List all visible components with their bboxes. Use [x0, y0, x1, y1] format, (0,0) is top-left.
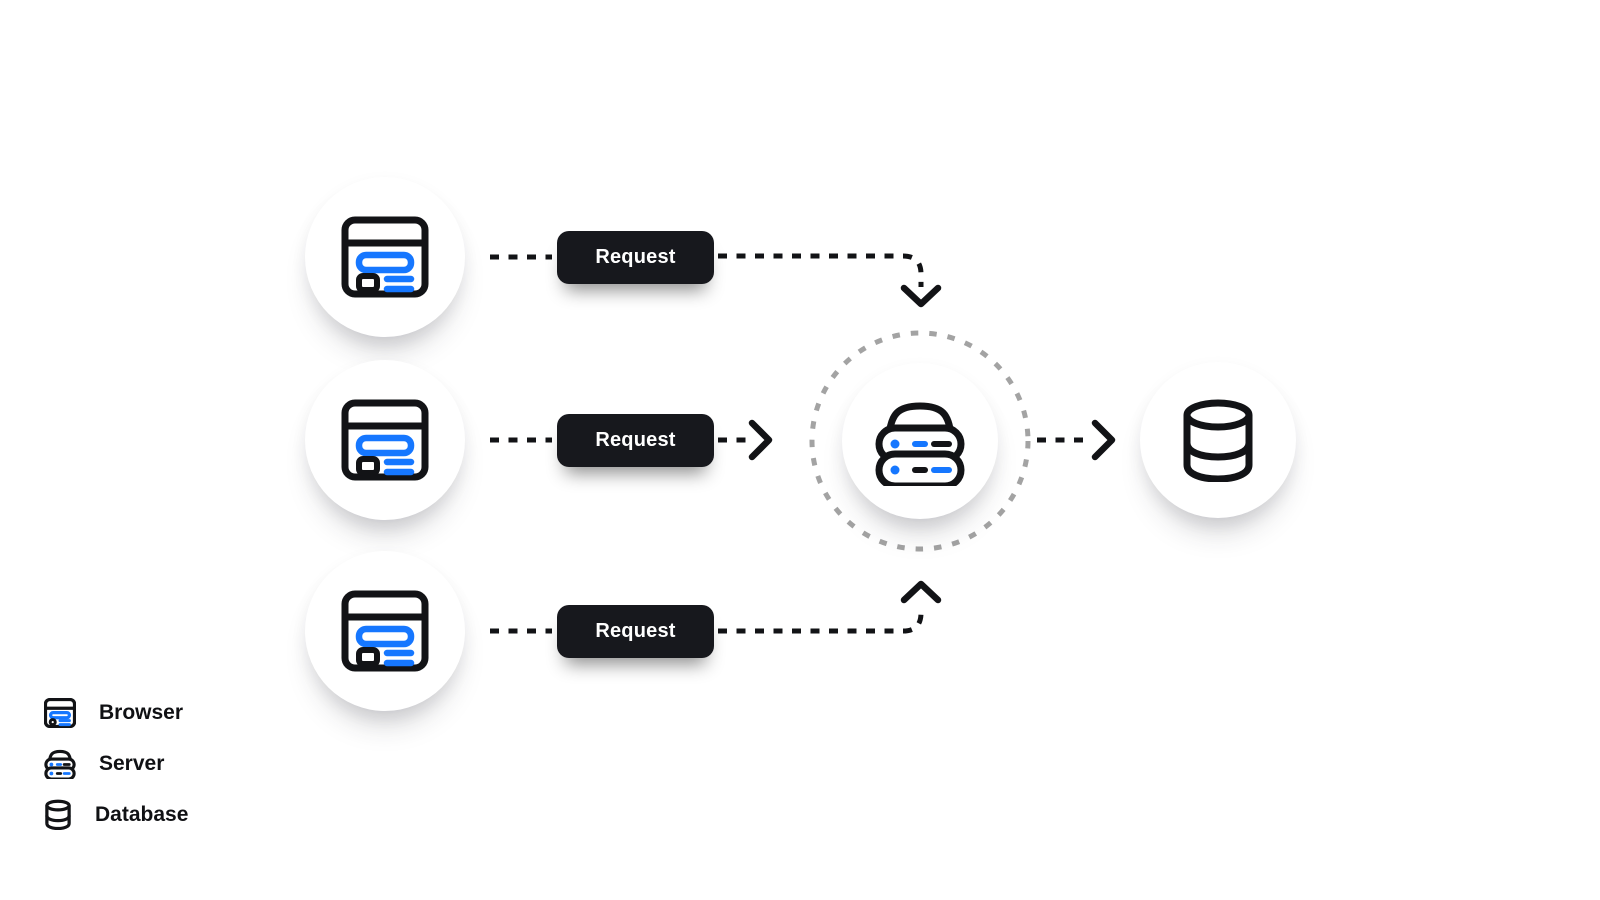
- browser-node-3: [305, 551, 465, 711]
- legend: Browser Server: [44, 698, 188, 830]
- edge-request1-to-server: [718, 253, 924, 287]
- browser-icon: [341, 216, 429, 298]
- browser-icon: [341, 399, 429, 481]
- server-highlight-dashed-circle: [809, 330, 1031, 552]
- legend-label-server: Server: [99, 751, 165, 775]
- database-node: [1140, 362, 1296, 518]
- browser-icon: [44, 698, 76, 728]
- edge-request3-to-server: [718, 606, 924, 634]
- request-label-text: Request: [595, 246, 676, 268]
- arrowhead-right-icon: [1091, 419, 1116, 461]
- legend-item-database: Database: [44, 799, 188, 830]
- server-icon: [874, 396, 966, 486]
- legend-label-database: Database: [95, 802, 189, 826]
- arrowhead-up-icon: [900, 580, 942, 604]
- browser-node-1: [305, 177, 465, 337]
- request-label-2: Request: [557, 414, 714, 467]
- legend-item-browser: Browser: [44, 698, 188, 728]
- arrowhead-down-icon: [900, 284, 942, 308]
- server-node: [842, 363, 998, 519]
- server-icon: [44, 748, 76, 779]
- database-icon: [1179, 398, 1257, 482]
- request-label-text: Request: [595, 429, 676, 451]
- request-label-1: Request: [557, 231, 714, 284]
- browser-icon: [341, 590, 429, 672]
- arrowhead-right-icon: [748, 419, 773, 461]
- request-label-3: Request: [557, 605, 714, 658]
- request-label-text: Request: [595, 620, 676, 642]
- legend-item-server: Server: [44, 748, 188, 779]
- database-icon: [44, 799, 72, 830]
- legend-label-browser: Browser: [99, 701, 184, 724]
- browser-node-2: [305, 360, 465, 520]
